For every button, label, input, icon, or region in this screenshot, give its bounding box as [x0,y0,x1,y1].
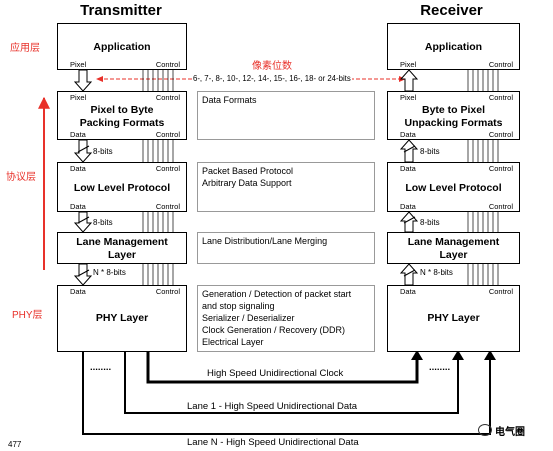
rx-pack-title-2: Unpacking Formats [404,117,503,129]
desc-line: Packet Based Protocol [202,166,294,176]
rx-pack-title-1: Byte to Pixel [421,104,486,116]
watermark-text: 电气圈 [495,427,525,438]
tx-app-control-label: Control [155,60,180,69]
transmitter-title: Transmitter [80,2,162,19]
lane1-wire-label: Lane 1 - High Speed Unidirectional Data [185,401,360,412]
desc-line: Generation / Detection of packet start [202,289,352,299]
tx-phy-layer-block: Data Control PHY Layer [57,285,187,352]
pixel-bits-values: 6-, 7-, 8-, 10-, 12-, 14-, 15-, 16-, 18-… [192,74,352,83]
tx-phy-control-label: Control [155,287,180,296]
tx-8bits-label-1: 8-bits [93,147,113,156]
rx-lane-dots: ........ [429,362,451,373]
tx-phy-title: PHY Layer [95,312,149,324]
tx-application-block: Application Pixel Control [57,23,187,70]
tx-pack-pixel-label: Pixel [70,93,87,102]
tx-lane-title-1: Lane Management [76,236,168,248]
tx-control-lines [142,70,174,285]
page-number: 477 [8,440,22,449]
tx-application-title: Application [93,41,151,53]
desc-line: and stop signaling [202,301,275,311]
rx-8bits-label-2: 8-bits [420,218,440,227]
rx-llp-control-label: Control [488,164,513,173]
rx-byte-to-pixel-block: Pixel Control Byte to Pixel Unpacking Fo… [387,91,520,140]
rx-phy-title: PHY Layer [427,312,480,324]
watermark: 电气圈 [478,423,525,438]
tx-n-8bits-label: N * 8-bits [93,268,126,277]
tx-llp-title: Low Level Protocol [73,182,171,194]
tx-pack-title-2: Packing Formats [79,117,165,129]
clock-wire-label: High Speed Unidirectional Clock [205,368,346,379]
laneN-wire-label: Lane N - High Speed Unidirectional Data [185,437,361,448]
desc-line: Lane Distribution/Lane Merging [202,236,328,246]
rx-lane-title-2: Layer [439,249,468,261]
hs-wires [82,350,496,435]
desc-lane: Lane Distribution/Lane Merging [197,232,375,264]
desc-protocol: Packet Based Protocol Arbitrary Data Sup… [197,162,375,212]
desc-phy: Generation / Detection of packet start a… [197,285,375,352]
rx-n-8bits-label: N * 8-bits [420,268,453,277]
tx-llp-data-bottom-label: Data [70,202,86,211]
rx-lane-management-block: Lane Management Layer [387,232,520,264]
pixel-bits-title: 像素位数 [252,61,292,72]
tx-phy-data-label: Data [70,287,86,296]
rx-low-level-protocol-block: Data Control Low Level Protocol Data Con… [387,162,520,212]
desc-line: Serializer / Deserializer [202,313,295,323]
rx-app-control-label: Control [488,60,513,69]
rx-pack-control-label: Control [488,93,513,102]
rx-8bits-label-1: 8-bits [420,147,440,156]
desc-line: Clock Generation / Recovery (DDR) [202,325,346,335]
rx-lane-title-1: Lane Management [407,236,500,248]
rx-data-arrows [399,69,419,286]
rx-application-title: Application [424,41,483,53]
rx-phy-data-label: Data [400,287,416,296]
desc-line: Arbitrary Data Support [202,178,292,188]
desc-line: Data Formats [202,95,257,105]
tx-pack-data-label: Data [70,130,86,139]
desc-data-formats: Data Formats [197,91,375,140]
app-layer-label: 应用层 [10,43,40,54]
receiver-title: Receiver [420,2,483,19]
rx-pack-data-label: Data [400,130,416,139]
protocol-layer-label: 协议层 [6,172,36,183]
phy-layer-label: PHY层 [12,310,43,321]
rx-llp-data-label: Data [400,164,416,173]
tx-low-level-protocol-block: Data Control Low Level Protocol Data Con… [57,162,187,212]
rx-pack-pixel-label: Pixel [400,93,417,102]
rx-pack-control-bottom-label: Control [488,130,513,139]
tx-llp-data-label: Data [70,164,86,173]
tx-data-arrows [73,69,93,286]
tx-llp-control-bottom-label: Control [155,202,180,211]
rx-llp-title: Low Level Protocol [405,182,502,194]
tx-llp-control-label: Control [155,164,180,173]
desc-line: Electrical Layer [202,337,264,347]
rx-app-pixel-label: Pixel [400,60,417,69]
tx-pack-title-1: Pixel to Byte [90,104,154,116]
rx-phy-control-label: Control [488,287,513,296]
wechat-icon [478,424,492,436]
rx-control-lines [467,70,499,285]
rx-application-block: Application Pixel Control [387,23,520,70]
rx-phy-layer-block: Data Control PHY Layer [387,285,520,352]
tx-pack-control-label: Control [155,93,180,102]
tx-app-pixel-label: Pixel [70,60,87,69]
tx-lane-dots: ........ [90,362,112,373]
rx-llp-control-bottom-label: Control [488,202,513,211]
tx-lane-title-2: Layer [107,249,137,261]
tx-lane-management-block: Lane Management Layer [57,232,187,264]
tx-pack-control-bottom-label: Control [155,130,180,139]
tx-8bits-label-2: 8-bits [93,218,113,227]
tx-pixel-to-byte-block: Pixel Control Pixel to Byte Packing Form… [57,91,187,140]
rx-llp-data-bottom-label: Data [400,202,416,211]
